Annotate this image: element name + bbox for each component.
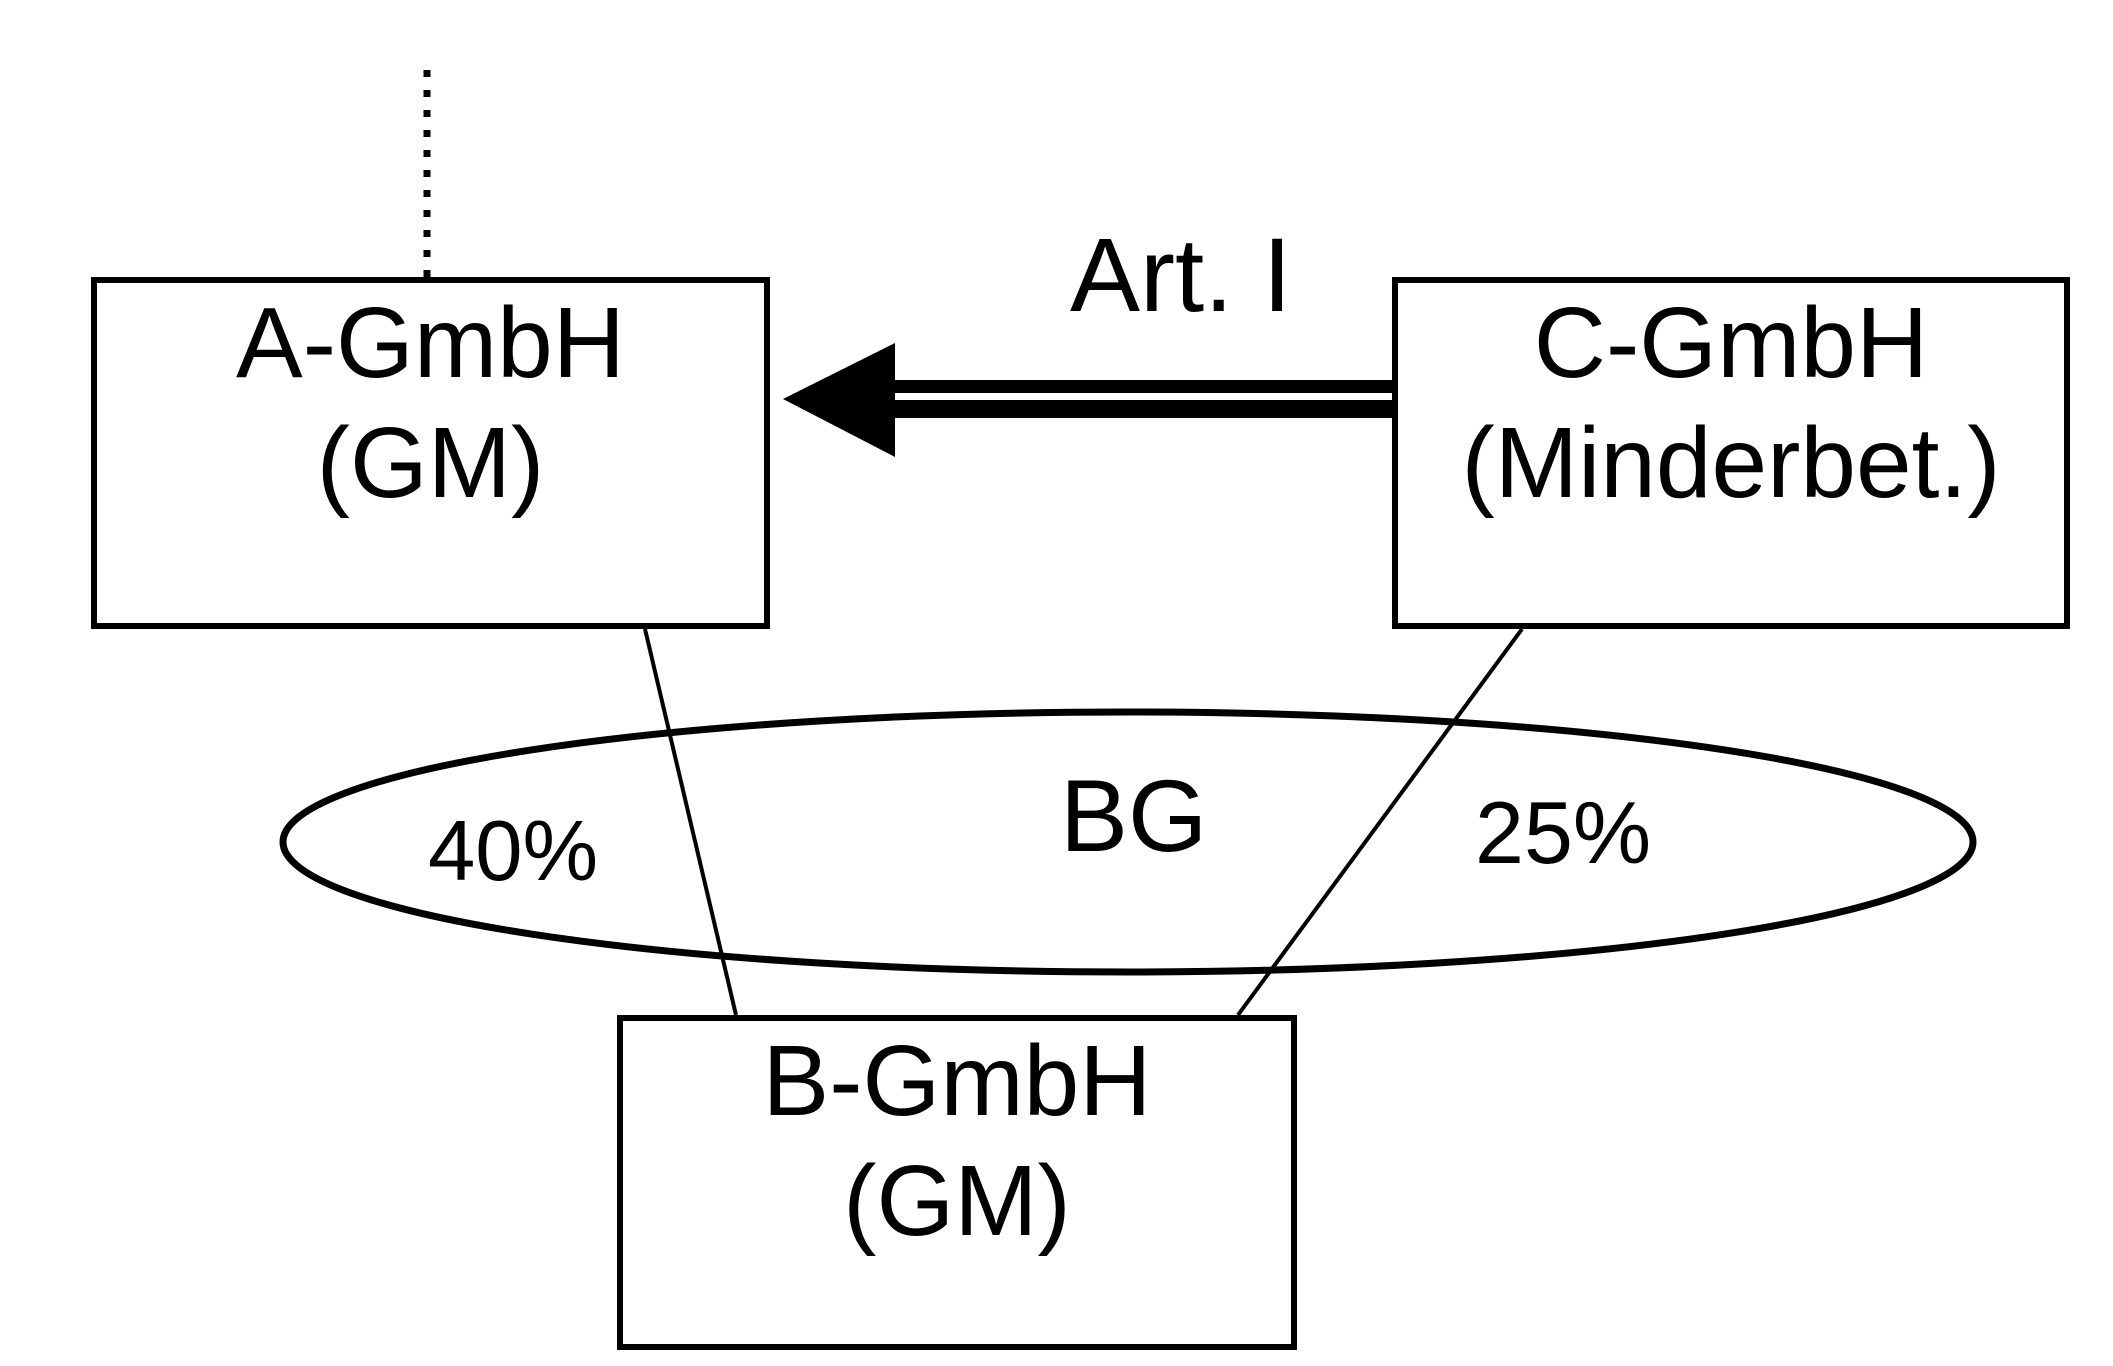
node-b-subtitle: (GM) [843,1145,1071,1257]
participation-line-c-to-b [1236,627,1524,1017]
arrow-shaft-top-bar [895,380,1392,393]
node-c-subtitle: (Minderbet.) [1461,407,2001,519]
share-label-a: 40% [428,804,599,899]
arrow-label: Art. I [1070,217,1292,334]
ellipse-label: BG [1060,759,1208,873]
node-a-subtitle: (GM) [316,407,545,519]
arrow-shaft-bottom-bar [895,400,1392,418]
bg-ellipse [279,708,1977,976]
arrow-head [783,343,895,457]
participation-line-a-to-b [643,628,738,1016]
arrow-c-to-a [783,343,1392,457]
node-b-gmbh: B-GmbH (GM) [617,1015,1297,1350]
node-a-title: A-GmbH [236,287,625,399]
share-label-c: 25% [1475,783,1652,882]
node-b-title: B-GmbH [762,1025,1152,1137]
node-c-gmbh: C-GmbH (Minderbet.) [1392,277,2070,629]
node-c-title: C-GmbH [1533,287,1929,399]
node-a-gmbh: A-GmbH (GM) [91,277,770,629]
